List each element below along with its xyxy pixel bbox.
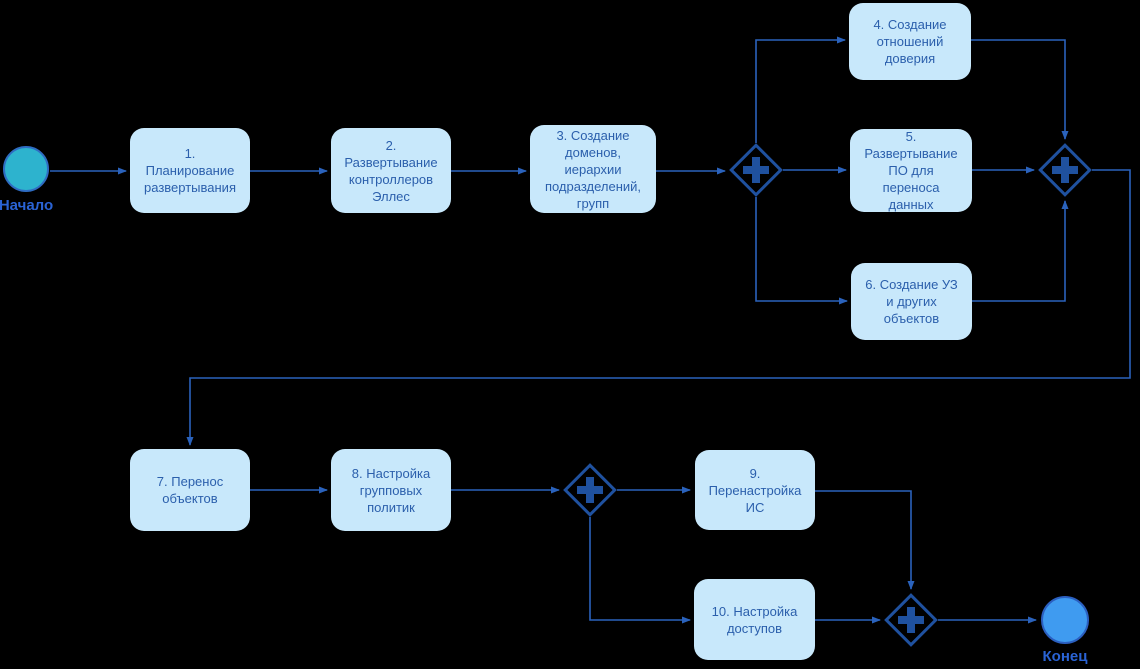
- connector-split1-to-task6: [755, 197, 848, 305]
- plus-icon: [729, 143, 783, 197]
- task-label: 8. Настройка групповых политик: [351, 465, 431, 515]
- task-deploy-migration-software[interactable]: 5. Развертывание ПО для переноса данных: [850, 129, 972, 212]
- connector-split1-to-task4: [755, 36, 846, 143]
- task-migrate-objects[interactable]: 7. Перенос объектов: [130, 449, 250, 531]
- start-event-label: Начало: [0, 197, 54, 214]
- connector-join1-to-task7: [186, 169, 1131, 446]
- task-create-trust-relations[interactable]: 4. Создание отношений доверия: [849, 3, 971, 80]
- end-event-label: Конец: [1042, 648, 1088, 665]
- plus-icon: [563, 463, 617, 517]
- task-label: 7. Перенос объектов: [156, 474, 224, 506]
- task-create-accounts-objects[interactable]: 6. Создание УЗ и других объектов: [851, 263, 972, 340]
- task-deployment-planning[interactable]: 1. Планирование развертывания: [130, 128, 250, 213]
- task-label: 5. Развертывание ПО для переноса данных: [864, 129, 958, 212]
- plus-icon: [1038, 143, 1092, 197]
- task-reconfigure-is[interactable]: 9. Перенастройка ИС: [695, 450, 815, 530]
- task-label: 10. Настройка доступов: [711, 603, 798, 636]
- connector-task6-to-join1: [972, 200, 1069, 302]
- connector-task9-to-join2: [815, 490, 915, 590]
- task-create-domains-hierarchy[interactable]: 3. Создание доменов, иерархии подразделе…: [530, 125, 656, 213]
- parallel-gateway-join-1[interactable]: [1038, 143, 1092, 197]
- plus-icon: [884, 593, 938, 647]
- task-label: 1. Планирование развертывания: [144, 146, 236, 195]
- parallel-gateway-split-1[interactable]: [729, 143, 783, 197]
- parallel-gateway-split-2[interactable]: [563, 463, 617, 517]
- connector-split2-to-task10: [589, 517, 691, 624]
- task-label: 3. Создание доменов, иерархии подразделе…: [544, 127, 642, 211]
- task-label: 9. Перенастройка ИС: [708, 465, 802, 515]
- end-event-circle[interactable]: [1041, 596, 1089, 644]
- task-configure-group-policies[interactable]: 8. Настройка групповых политик: [331, 449, 451, 531]
- task-label: 4. Создание отношений доверия: [873, 17, 947, 66]
- task-configure-access[interactable]: 10. Настройка доступов: [694, 579, 815, 660]
- start-event-circle[interactable]: [3, 146, 49, 192]
- task-label: 2. Развертывание контроллеров Эллес: [344, 137, 438, 204]
- connector-task4-to-join1: [971, 39, 1069, 140]
- task-label: 6. Создание УЗ и других объектов: [865, 277, 958, 326]
- parallel-gateway-join-2[interactable]: [884, 593, 938, 647]
- task-deploy-controllers[interactable]: 2. Развертывание контроллеров Эллес: [331, 128, 451, 213]
